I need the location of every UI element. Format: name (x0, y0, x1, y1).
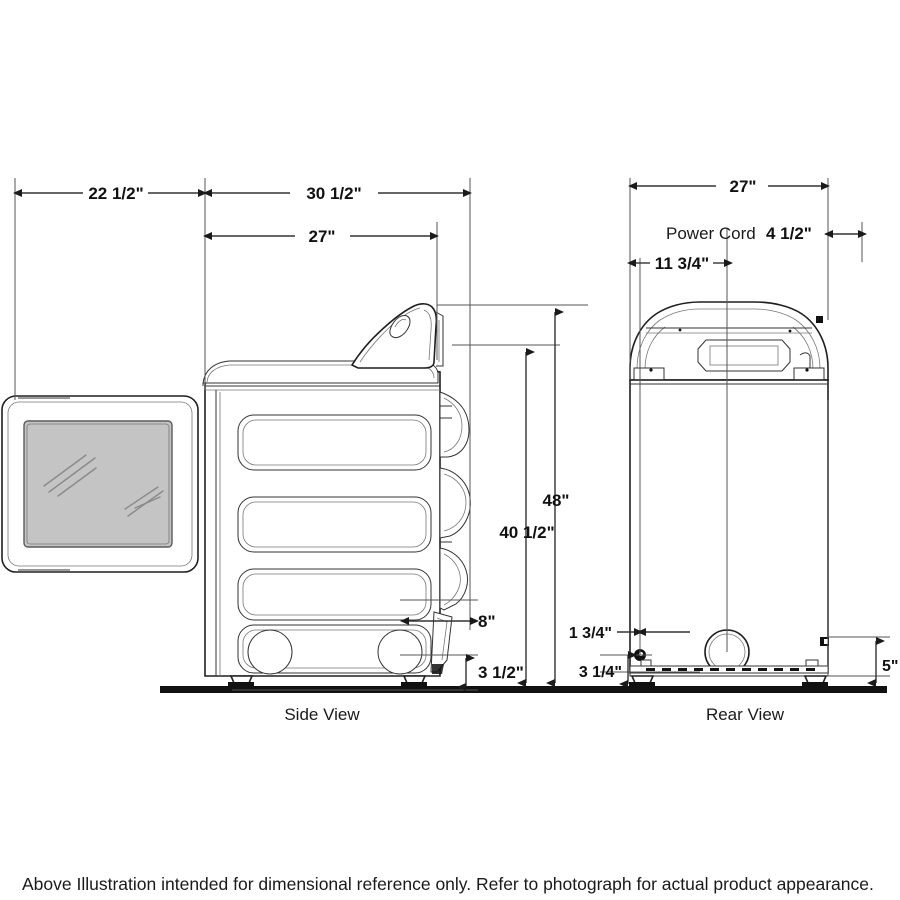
power-cord-label: Power Cord (666, 224, 756, 243)
side-panel-recess-3 (237, 568, 432, 621)
dim-label-base-height: 3 1/2" (478, 663, 524, 682)
dim-label-rear-width: 27" (730, 177, 757, 196)
dimension-power-cord: Power Cord 4 1/2" (666, 224, 867, 243)
rear-hood-recess (697, 339, 791, 372)
base-circle-right (377, 629, 423, 675)
rear-view-appliance (629, 301, 829, 686)
dimension-door-clearance: 8" (400, 612, 496, 631)
view-label-rear: Rear View (706, 705, 785, 724)
hood-connector (816, 316, 823, 323)
dim-label-cabinet-height: 40 1/2" (499, 523, 554, 542)
dimension-door-open-depth: 22 1/2" (13, 184, 207, 203)
dim-label-power-cord-value: 4 1/2" (766, 224, 812, 243)
side-panel-recess-2 (237, 496, 432, 553)
side-panel-recess-1 (237, 414, 432, 471)
dimension-terminal-height: 5" (867, 637, 898, 687)
dimension-vent-offset: 11 3/4" (627, 254, 733, 273)
rear-view-feet (629, 675, 828, 686)
side-view-rear-components (430, 391, 471, 674)
side-view-appliance (1, 303, 471, 686)
view-label-side: Side View (284, 705, 360, 724)
side-view-open-door (1, 395, 199, 573)
side-view-console (350, 303, 444, 369)
dimension-base-height: 3 1/2" (457, 654, 524, 691)
rear-view-hood (629, 301, 829, 381)
dim-label-vent-offset: 11 3/4" (655, 254, 709, 273)
glass-reflection-lines (43, 454, 164, 517)
dimension-connection-offset-y: 3 1/4" (579, 651, 637, 688)
dim-label-cabinet-depth-inner: 27" (309, 227, 336, 246)
dimension-connection-offset-x: 1 3/4" (569, 625, 690, 642)
dim-label-cabinet-depth: 30 1/2" (306, 184, 361, 203)
side-view-feet (228, 675, 427, 686)
dimension-cabinet-height: 40 1/2" (499, 348, 555, 687)
dimension-cabinet-depth-inner: 27" (203, 227, 439, 246)
dimension-overall-height: 48" (543, 308, 570, 687)
dim-label-connection-offset-x: 1 3/4" (569, 625, 612, 642)
dim-label-door-clearance: 8" (478, 612, 496, 631)
dimension-cabinet-depth: 30 1/2" (203, 184, 472, 203)
rear-view-cabinet (629, 379, 829, 686)
side-panel-base (237, 624, 432, 675)
floor-line (160, 686, 887, 693)
dim-label-terminal-height: 5" (882, 658, 898, 675)
dim-label-connection-offset-y: 3 1/4" (579, 664, 622, 681)
disclaimer-caption: Above Illustration intended for dimensio… (22, 874, 874, 894)
dimension-rear-width: 27" (628, 177, 830, 196)
side-view-cabinet (202, 360, 441, 686)
base-circle-left (247, 629, 293, 675)
dim-label-overall-height: 48" (543, 491, 570, 510)
console-knob (389, 315, 411, 339)
door-glass-panel (23, 420, 173, 548)
dim-label-door-open-depth: 22 1/2" (88, 184, 143, 203)
